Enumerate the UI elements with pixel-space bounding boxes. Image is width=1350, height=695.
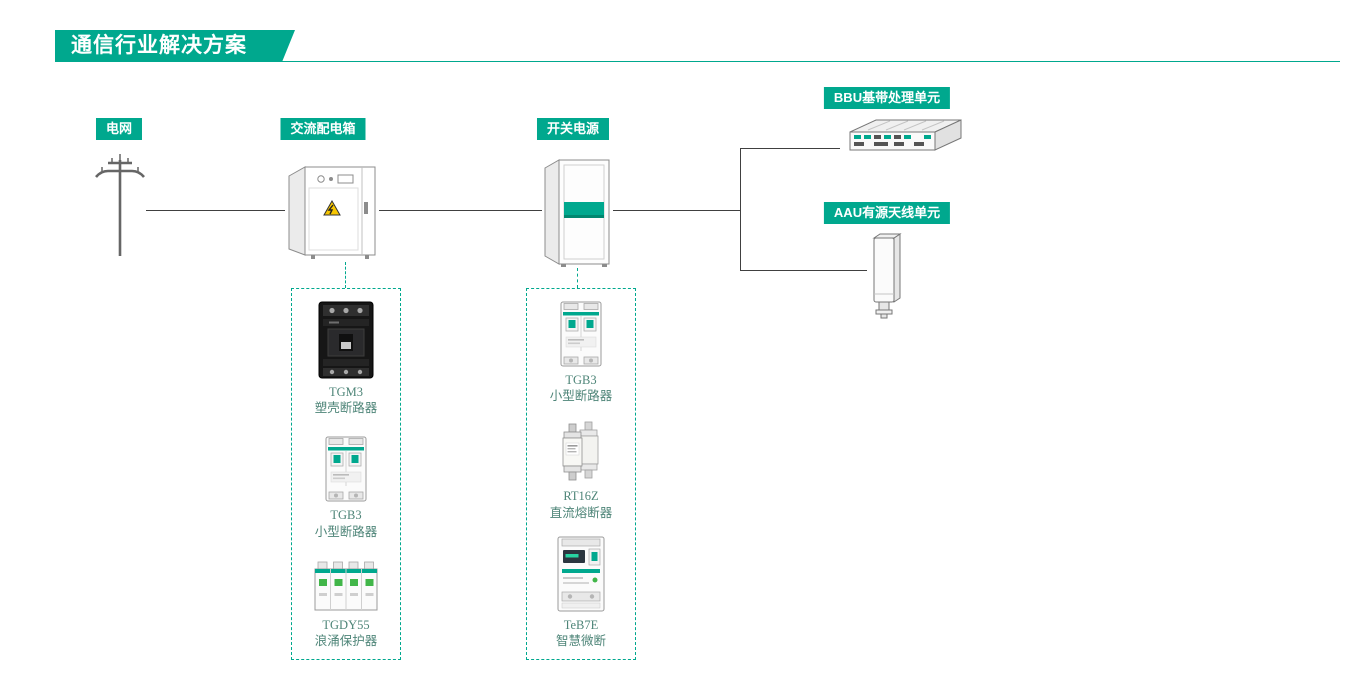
product-item: TGB3 小型断路器 [315,436,378,540]
bbu-illustration [849,119,962,151]
page-title: 通信行业解决方案 [55,30,295,62]
dashed-connector-distribution-group [345,262,346,288]
product-caption: TGDY55 浪涌保护器 [315,617,378,650]
connector-power-to-branch [613,210,741,211]
product-group-distribution: TGM3 塑壳断路器 TGB3 [291,288,401,660]
node-label-bbu: BBU基带处理单元 [823,87,951,109]
title-underline [55,61,1340,62]
product-name: 浪涌保护器 [314,633,378,648]
warning-triangle-icon [323,199,341,216]
product-image-tgb3 [560,301,602,367]
ac-distribution-box-illustration [288,166,376,259]
product-item: TeB7E 智慧微断 [554,536,608,650]
product-model: TGB3 [330,508,362,523]
product-image-teb7e [557,536,605,611]
product-name: 小型断路器 [314,524,378,539]
product-name: 小型断路器 [549,389,613,404]
node-label-power-grid: 电网 [95,118,143,140]
product-model: TeB7E [563,617,599,632]
connector-distribution-to-power [379,210,542,211]
product-image-tgb3 [325,436,367,502]
node-label-switching-power-supply: 开关电源 [536,118,610,140]
product-model: TGB3 [565,373,597,387]
product-image-tgm3 [318,301,374,379]
aau-illustration [872,233,902,319]
connector-branch-to-aau [740,270,867,271]
product-caption: TGB3 小型断路器 [550,372,613,405]
product-name: 塑壳断路器 [314,401,378,416]
product-caption: RT16Z 直流熔断器 [550,488,613,521]
product-item: TGB3 小型断路器 [550,301,613,405]
product-item: RT16Z 直流熔断器 [550,419,613,521]
product-image-rt16z [562,421,599,481]
product-model: RT16Z [563,489,599,504]
power-pole-illustration [95,154,145,256]
product-caption: TeB7E 智慧微断 [556,617,606,650]
node-label-ac-distribution-box: 交流配电箱 [280,118,366,140]
product-group-power-supply: TGB3 小型断路器 [526,288,636,660]
product-model: TGDY55 [322,617,370,632]
connector-branch-to-bbu [740,148,840,149]
connector-grid-to-distribution [146,210,285,211]
product-item: TGDY55 浪涌保护器 [313,560,379,650]
product-name: 直流熔断器 [549,505,613,520]
product-caption: TGB3 小型断路器 [315,507,378,540]
switching-power-supply-illustration [544,159,610,267]
dashed-connector-power-group [577,268,578,288]
product-image-tgdy55 [314,561,378,610]
product-name: 智慧微断 [555,633,606,648]
connector-branch-vertical [740,148,741,271]
node-label-aau: AAU有源天线单元 [823,202,951,224]
product-model: TGM3 [328,385,363,399]
product-caption: TGM3 塑壳断路器 [315,384,378,417]
product-item: TGM3 塑壳断路器 [315,301,378,417]
